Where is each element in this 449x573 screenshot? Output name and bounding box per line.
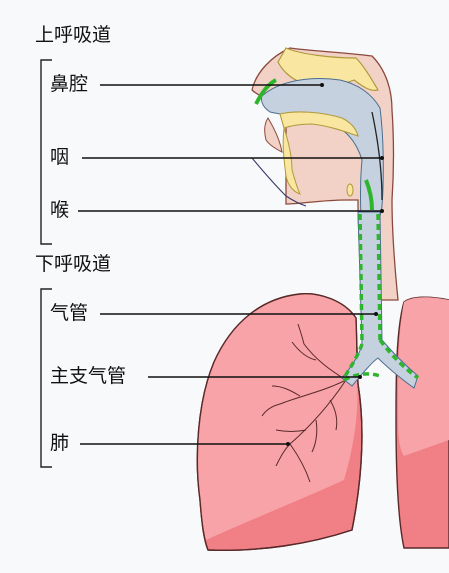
trachea-tube — [341, 211, 420, 389]
label-lung: 肺 — [50, 432, 70, 454]
lower-bracket — [40, 288, 52, 468]
label-larynx: 喉 — [50, 199, 70, 221]
dot-lung — [286, 442, 290, 446]
dot-pharynx — [380, 156, 384, 160]
lower-tract-title: 下呼吸道 — [35, 253, 112, 275]
upper-tract-title: 上呼吸道 — [35, 24, 112, 46]
dot-nasal-cavity — [320, 83, 324, 87]
right-lung — [395, 296, 449, 549]
label-pharynx: 咽 — [50, 146, 70, 168]
bronchial-tree — [261, 323, 347, 483]
dot-larynx — [380, 209, 384, 213]
left-lung — [196, 293, 363, 551]
dot-bronchi — [358, 375, 362, 379]
dot-trachea — [374, 312, 378, 316]
label-nasal-cavity: 鼻腔 — [50, 73, 89, 95]
label-trachea: 气管 — [50, 302, 89, 324]
upper-bracket — [40, 59, 52, 245]
label-bronchi: 主支气管 — [50, 365, 127, 387]
